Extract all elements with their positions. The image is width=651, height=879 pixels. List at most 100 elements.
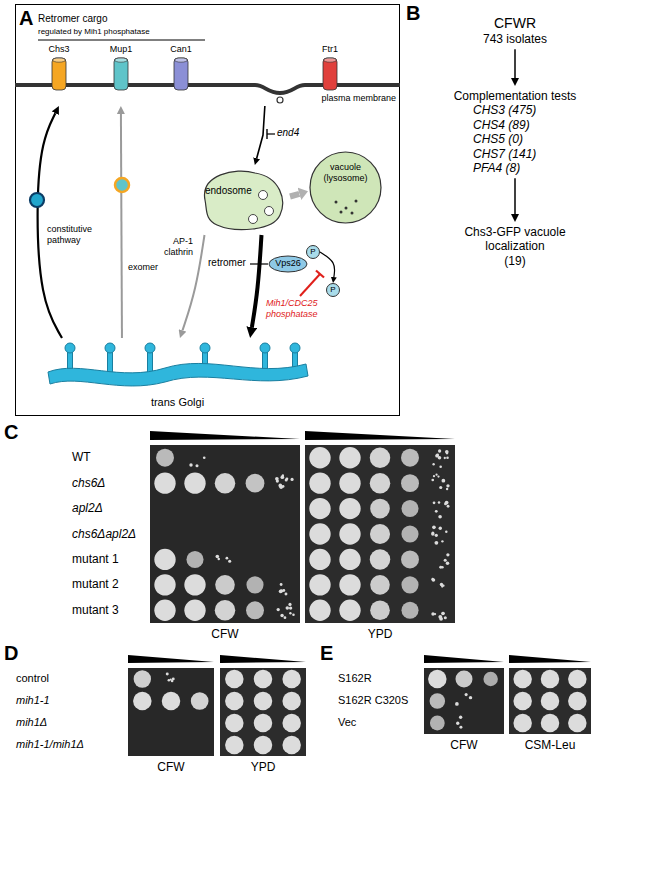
golgi-bulb <box>105 343 115 353</box>
row-label: S162R C320S <box>338 694 408 707</box>
colony-spot <box>430 716 445 731</box>
colony-dot <box>280 614 283 617</box>
node-label: Can1 <box>166 44 196 55</box>
agar-plate <box>305 445 455 623</box>
vacuole-dot <box>335 201 338 204</box>
transporter-symbol: Ftr1 <box>315 44 345 92</box>
colony-spot <box>401 474 419 492</box>
intraluminal-vesicle <box>259 191 268 200</box>
colony-dot <box>431 532 434 535</box>
colony-dot <box>431 479 434 482</box>
endosome-blob <box>205 171 283 229</box>
colony-dot <box>439 617 443 621</box>
colonies <box>133 447 586 754</box>
colony-dot <box>280 583 283 586</box>
cylinder-cap <box>115 58 128 62</box>
phosphate-outline <box>307 246 320 259</box>
colony-dot <box>459 726 462 729</box>
vacuole-circle: vacuole (lysosome) <box>308 150 383 225</box>
colony-dot <box>456 722 459 725</box>
inhibition-mark <box>267 133 275 134</box>
colony-dot <box>445 450 449 454</box>
connector-arrow <box>121 114 122 338</box>
colony-dot <box>465 693 468 696</box>
colony-dot <box>438 501 441 504</box>
colony-dot <box>441 479 445 483</box>
colony-dot <box>285 478 288 481</box>
golgi-cisterna <box>48 363 308 386</box>
colony-spot <box>401 525 418 542</box>
colony-dot <box>281 475 285 479</box>
annotation: Retromer cargo <box>38 13 107 25</box>
colony-spot <box>154 549 175 570</box>
node-label: PFA4 (8) <box>443 161 587 175</box>
cylinder-body <box>114 58 128 90</box>
colony-spot <box>215 600 236 621</box>
medium-label: CFW <box>128 760 214 774</box>
colony-dot <box>435 474 437 476</box>
node-label: P <box>306 245 320 259</box>
endosome-outline <box>195 165 290 235</box>
golgi-bulb <box>260 343 270 353</box>
connector-arrow <box>290 194 299 197</box>
row-label: Vec <box>338 716 356 729</box>
endocytic-vesicle <box>277 97 283 103</box>
colony-dot <box>189 463 192 466</box>
colony-dot <box>445 501 449 505</box>
colony-spot <box>513 692 531 710</box>
connector-arrow <box>514 178 516 214</box>
colony-spot <box>133 692 151 710</box>
node-label: CHS3 (475) <box>443 103 587 117</box>
colony-spot <box>401 602 418 619</box>
colony-spot <box>370 524 390 544</box>
vacuole-dot <box>340 211 343 214</box>
panel-letter: C <box>4 420 18 444</box>
vacuole-dot <box>351 212 354 215</box>
colony-dot <box>431 532 434 535</box>
medium-label: YPD <box>305 627 455 641</box>
row-label: apl2Δ <box>72 501 103 515</box>
dilution-wedges <box>128 431 591 663</box>
colony-dot <box>431 578 434 581</box>
colony-dot <box>437 475 439 477</box>
colony-dot <box>289 606 292 609</box>
colony-spot <box>225 736 243 754</box>
node-label: Chs3 <box>44 44 74 55</box>
row-label: WT <box>72 450 91 464</box>
colony-dot <box>447 505 450 508</box>
colony-dot <box>438 449 441 452</box>
cylinder-cap <box>324 58 337 62</box>
colony-dot <box>445 531 447 533</box>
colony-spot <box>541 670 559 688</box>
golgi-bulb <box>200 343 210 353</box>
colony-spot <box>430 693 446 709</box>
colony-spot <box>215 473 236 494</box>
node-label: Mup1 <box>106 44 136 55</box>
endosome-shape: endosome <box>195 165 290 235</box>
colony-spot <box>154 574 175 595</box>
node-label: (19) <box>448 254 582 268</box>
colony-spot <box>541 714 559 732</box>
membrane-line <box>15 85 400 93</box>
colony-spot <box>282 736 300 754</box>
golgi-bulb <box>65 343 75 353</box>
colony-dot <box>441 540 443 542</box>
plates <box>128 445 591 756</box>
protein-ellipse: Vps26 <box>268 255 308 273</box>
transporter-symbol: Mup1 <box>106 44 136 92</box>
colony-dot <box>218 558 221 561</box>
colony-spot <box>483 672 497 686</box>
colony-spot <box>254 736 272 754</box>
vesicle <box>115 178 129 192</box>
complex-label: retromer <box>208 257 246 269</box>
panel-frame: AChs3Mup1Can1Ftr1plasma membraneendosome… <box>15 4 400 416</box>
node-label: trans Golgi <box>40 396 315 409</box>
colony-spot <box>156 449 174 467</box>
phosphate-outline <box>327 284 340 297</box>
colony-spot <box>184 472 205 493</box>
golgi-stack <box>48 343 308 386</box>
node-label: 743 isolates <box>458 32 572 46</box>
colony-spot <box>370 575 390 595</box>
agar-plate <box>424 668 504 734</box>
dilution-wedge <box>509 655 591 663</box>
